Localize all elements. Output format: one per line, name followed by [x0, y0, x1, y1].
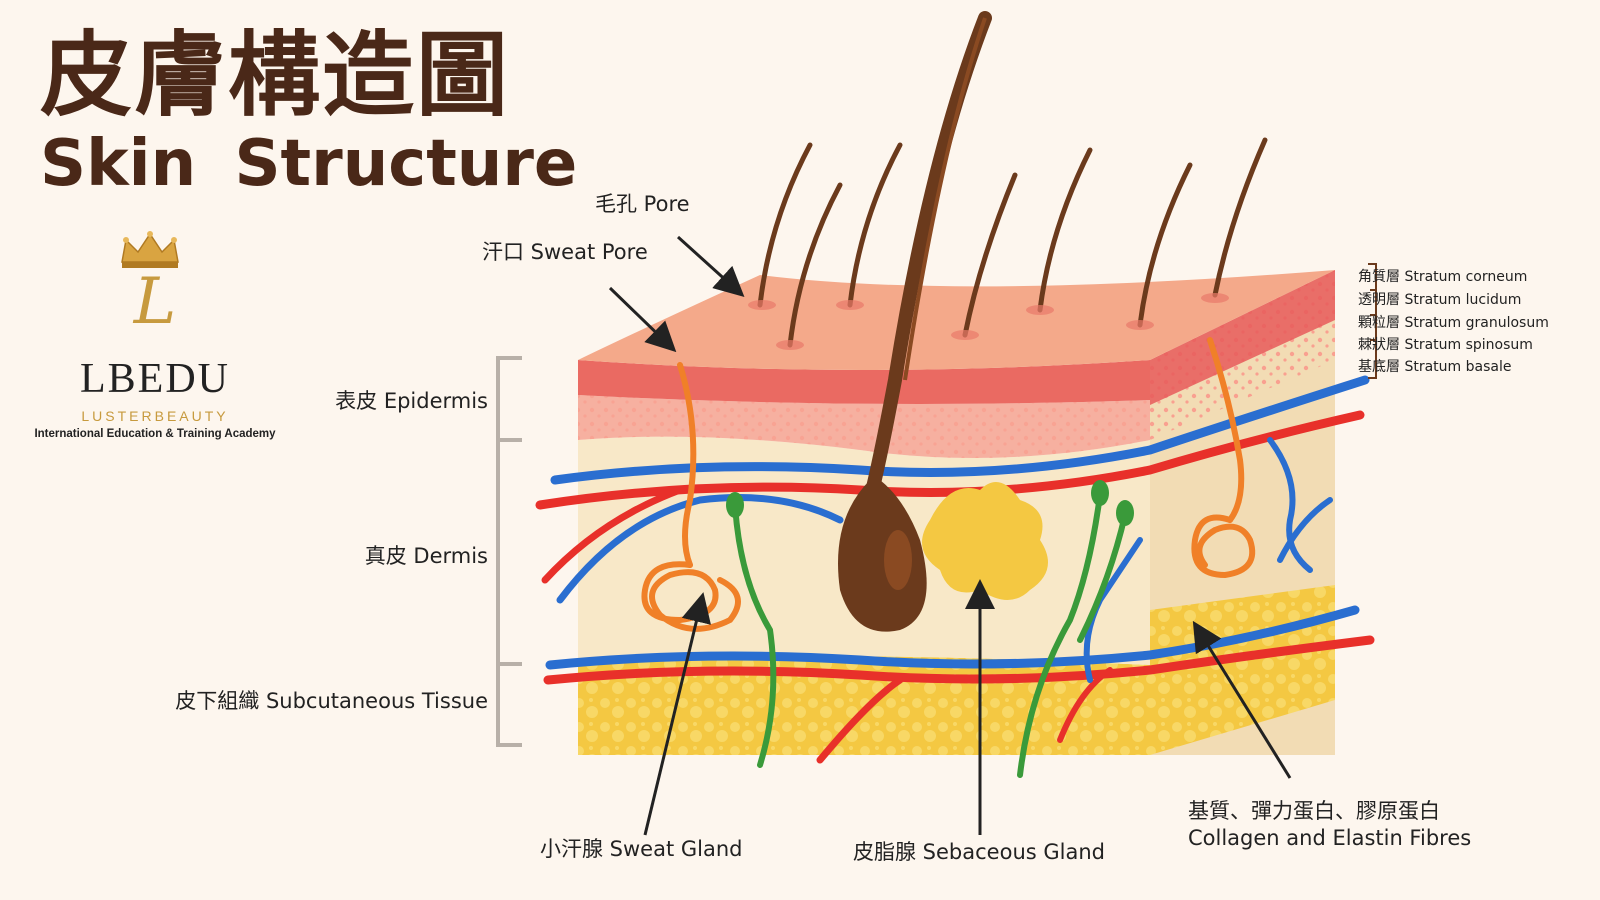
sweat-gland-shape — [641, 362, 741, 632]
logo-letter: L — [133, 265, 177, 339]
body-hairs — [757, 137, 1268, 348]
label-epidermis: 表皮 Epidermis — [335, 389, 488, 413]
page-title-en: Skin Structure — [40, 127, 578, 201]
label-stratum-lucidum: 透明層 Stratum lucidum — [1358, 292, 1522, 308]
logo-tagline: International Education & Training Acade… — [34, 428, 276, 440]
brand-logo: L LBEDU LUSTERBEAUTY International Educa… — [20, 230, 290, 450]
label-stratum-corneum: 角質層 Stratum corneum — [1358, 269, 1528, 285]
label-stratum-granulosum: 顆粒層 Stratum granulosum — [1358, 315, 1549, 331]
crown-icon — [121, 231, 179, 268]
nerves — [732, 492, 1128, 778]
label-sweat-gland: 小汗腺 Sweat Gland — [540, 837, 743, 861]
label-sebaceous-gland: 皮脂腺 Sebaceous Gland — [853, 840, 1105, 864]
sweat-gland-side — [1191, 337, 1256, 579]
epidermis-layer-brackets — [1368, 263, 1377, 379]
page-title-zh: 皮膚構造圖 — [40, 22, 511, 129]
label-sweat-pore: 汗口 Sweat Pore — [482, 240, 648, 264]
hair-follicle — [838, 11, 992, 632]
epidermis-layer — [578, 360, 1150, 404]
pointer-arrows — [608, 235, 1292, 836]
label-stratum-spinosum: 棘狀層 Stratum spinosum — [1358, 337, 1533, 353]
label-pore: 毛孔 Pore — [595, 192, 690, 216]
logo-subtitle: LUSTERBEAUTY — [81, 408, 229, 424]
label-dermis: 真皮 Dermis — [364, 544, 488, 568]
logo-name: LBEDU — [80, 356, 230, 402]
layer-brackets — [496, 356, 522, 747]
label-subcutaneous: 皮下組織 Subcutaneous Tissue — [175, 689, 488, 713]
label-fibres-zh: 基質、彈力蛋白、膠原蛋白 — [1188, 799, 1440, 823]
label-stratum-basale: 基底層 Stratum basale — [1358, 359, 1512, 375]
label-fibres-en: Collagen and Elastin Fibres — [1188, 826, 1472, 850]
sebaceous-gland-shape — [922, 482, 1048, 600]
